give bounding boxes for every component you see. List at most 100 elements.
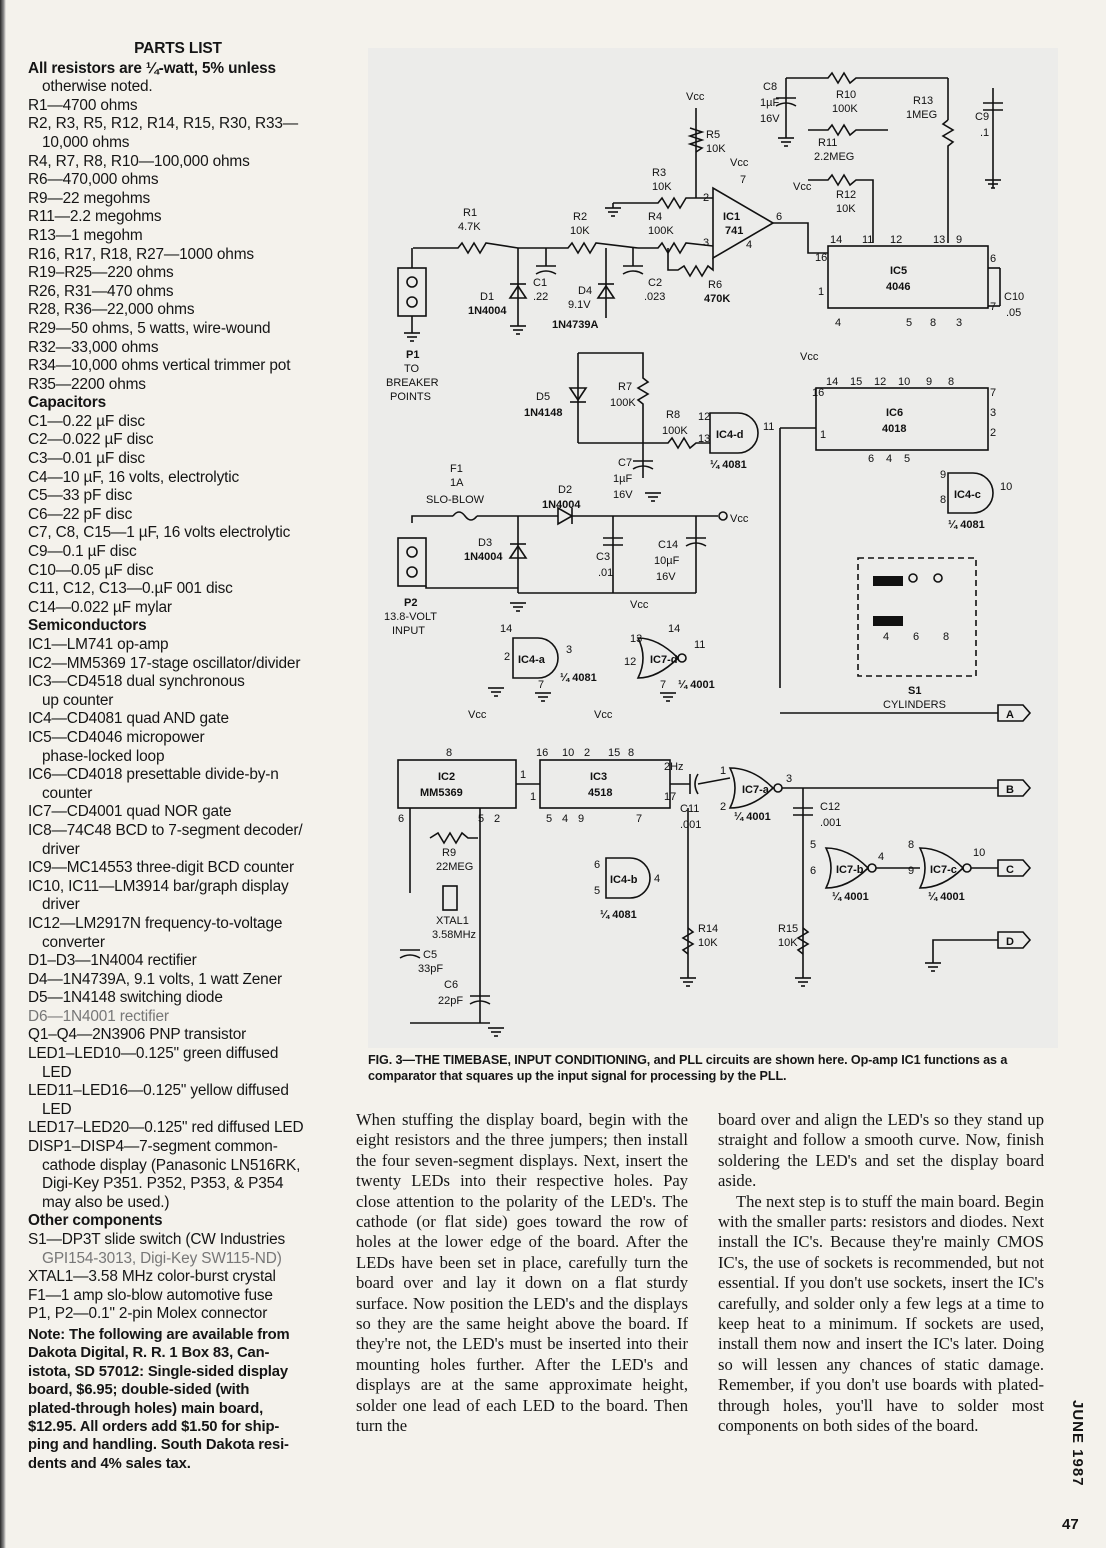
svg-text:14: 14 (668, 623, 680, 635)
resistor-line: R1—4700 ohms (28, 96, 138, 114)
body-column-2: When stuffing the display board, begin w… (356, 1110, 688, 1437)
svg-text:5: 5 (546, 813, 552, 825)
c3-label: C3 (596, 551, 610, 563)
semiconductor-line: LED11–LED16—0.125" yellow diffused (28, 1082, 289, 1100)
svg-text:8: 8 (943, 631, 949, 643)
vcc-label: Vcc (594, 709, 613, 721)
semiconductor-line: driver (42, 840, 80, 858)
d4-part: 1N4739A (552, 319, 599, 331)
resistor-line: R11—2.2 megohms (28, 208, 162, 226)
body-paragraph: The next step is to stuff the main board… (718, 1191, 1044, 1436)
ic1-label: IC1 (723, 211, 740, 223)
semiconductor-line: LED1–LED10—0.125" green diffused (28, 1045, 279, 1063)
svg-text:10: 10 (898, 376, 910, 388)
semiconductor-line: phase-locked loop (42, 747, 165, 765)
vcc-label: Vcc (730, 513, 749, 525)
c8-voltage: 16V (760, 113, 780, 125)
svg-text:4: 4 (654, 873, 660, 885)
svg-text:9: 9 (956, 234, 962, 246)
svg-text:2: 2 (504, 651, 510, 663)
ic3-label: IC3 (590, 771, 607, 783)
capacitor-line: C7, C8, C15—1 µF, 16 volts electrolytic (28, 524, 291, 542)
output-c-label: C (1006, 864, 1014, 876)
capacitor-line: C9—0.1 µF disc (28, 543, 137, 561)
semiconductor-line: IC4—CD4081 quad AND gate (28, 710, 229, 728)
semiconductor-line: D1–D3—1N4004 rectifier (28, 952, 197, 970)
body-paragraph: board over and align the LED's so they s… (718, 1110, 1044, 1191)
svg-text:13: 13 (933, 234, 945, 246)
other-line: P1, P2—0.1" 2-pin Molex connector (28, 1305, 268, 1323)
svg-text:16: 16 (812, 387, 824, 399)
ic2-label: IC2 (438, 771, 455, 783)
capacitor-line: C4—10 µF, 16 volts, electrolytic (28, 468, 240, 486)
resistor-line: R2, R3, R5, R12, R14, R15, R30, R33— (28, 115, 299, 133)
c10-label: C10 (1004, 291, 1024, 303)
parts-intro-2: otherwise noted. (42, 78, 153, 96)
binding-shadow (0, 0, 6, 1548)
other-line: S1—DP3T slide switch (CW Industries (28, 1231, 286, 1248)
resistor-line: R6—470,000 ohms (28, 171, 159, 189)
svg-text:7: 7 (636, 813, 642, 825)
resistor-line: R34—10,000 ohms vertical trimmer pot (28, 357, 291, 375)
semiconductor-line: LED (42, 1100, 72, 1118)
svg-text:7: 7 (740, 174, 746, 186)
svg-text:1: 1 (520, 769, 526, 781)
svg-text:9: 9 (940, 469, 946, 481)
ic4d-part: ¼ 4081 (710, 459, 747, 471)
r11-label: R11 (818, 137, 837, 149)
vcc-label: Vcc (468, 709, 487, 721)
r6-value: 470K (704, 293, 730, 305)
svg-text:1: 1 (530, 791, 536, 803)
resistor-line: R9—22 megohms (28, 189, 151, 207)
output-a-connector (997, 704, 1032, 722)
body-column-3: board over and align the LED's so they s… (718, 1110, 1044, 1437)
c14-voltage: 16V (656, 571, 676, 583)
note-line: ping and handling. South Dakota resi- (28, 1437, 289, 1454)
r8-label: R8 (666, 409, 680, 421)
c7-value: 1µF (613, 473, 632, 485)
d2-label: D2 (558, 484, 572, 496)
svg-text:12: 12 (874, 376, 886, 388)
r8-value: 100K (662, 425, 688, 437)
capacitor-line: C3—0.01 µF disc (28, 450, 145, 468)
c5-value: 33pF (418, 963, 443, 975)
semiconductor-line: DISP1–DISP4—7-segment common- (28, 1138, 278, 1156)
r9-label: R9 (442, 847, 456, 859)
c2-label: C2 (648, 277, 662, 289)
r14-label: R14 (698, 923, 718, 935)
ic4b-label: IC4-b (610, 874, 638, 886)
capacitors-heading: Capacitors (28, 394, 107, 412)
ic6-chip (815, 387, 989, 451)
semiconductor-line: up counter (42, 691, 114, 709)
semiconductor-line: Q1–Q4—2N3906 PNP transistor (28, 1026, 247, 1044)
svg-text:5: 5 (906, 317, 912, 329)
r5-label: R5 (706, 129, 720, 141)
r10-value: 100K (832, 103, 858, 115)
note-line: plated-through holes) main board, (28, 1400, 264, 1417)
resistor-line: R4, R7, R8, R10—100,000 ohms (28, 152, 250, 170)
parts-list: PARTS LIST All resistors are ¼-watt, 5% … (28, 40, 328, 1473)
p1-label: P1 (406, 349, 419, 361)
s1-switch[interactable] (857, 557, 977, 677)
c7-voltage: 16V (613, 489, 633, 501)
svg-text:8: 8 (940, 494, 946, 506)
ic7b-gate (824, 847, 870, 889)
c2-value: .023 (644, 291, 665, 303)
r10-label: R10 (836, 89, 856, 101)
svg-text:3: 3 (956, 317, 962, 329)
svg-text:6: 6 (594, 859, 600, 871)
note-line: board, $6.95; double-sided (with (28, 1382, 250, 1399)
svg-text:1: 1 (818, 286, 824, 298)
svg-text:15: 15 (608, 747, 620, 759)
p1-points: POINTS (390, 391, 431, 403)
ic7b-part: ¼ 4001 (832, 891, 869, 903)
other-heading: Other components (28, 1212, 163, 1230)
resistor-line: R32—33,000 ohms (28, 338, 159, 356)
vcc-label: Vcc (686, 91, 705, 103)
f1-value: 1A (450, 477, 464, 489)
running-head: JUNE 1987 (1069, 1400, 1086, 1487)
semiconductor-line: IC10, IC11—LM3914 bar/graph display (28, 877, 289, 895)
svg-text:7: 7 (538, 679, 544, 691)
p2-label: P2 (404, 597, 417, 609)
svg-text:4: 4 (878, 851, 884, 863)
